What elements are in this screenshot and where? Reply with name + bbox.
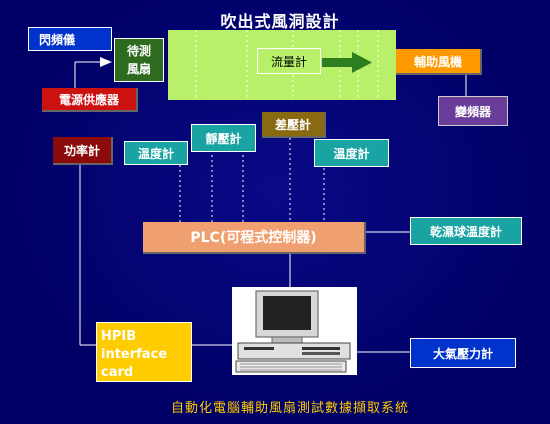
diff-pressure-label: 差壓計 (274, 117, 311, 132)
barometer-box: 大氣壓力計 (410, 338, 516, 368)
fan-under-test-box: 待測 風扇 (114, 38, 164, 82)
hpib-card-label: HPIB interface card (101, 329, 168, 380)
plc-box: PLC(可程式控制器) (143, 222, 366, 254)
aux-fan-label: 輔助風機 (413, 54, 462, 69)
fan-under-test-label: 待測 風扇 (126, 44, 151, 76)
diff-pressure-box: 差壓計 (262, 112, 326, 138)
power-meter-label: 功率計 (63, 143, 100, 158)
temp-meter-1-box: 溫度計 (124, 141, 188, 165)
dry-wet-bulb-box: 乾濕球溫度計 (410, 217, 522, 245)
temp-meter-1-label: 溫度計 (137, 146, 174, 161)
power-supply-box: 電源供應器 (42, 88, 138, 112)
flow-meter-box: 流量計 (257, 48, 321, 74)
flow-meter-label: 流量計 (270, 54, 307, 69)
computer-icon (232, 287, 357, 375)
aux-fan-box: 輔助風機 (396, 49, 482, 75)
plc-label: PLC(可程式控制器) (190, 230, 317, 246)
temp-meter-2-label: 溫度計 (333, 146, 370, 161)
power-supply-label: 電源供應器 (58, 92, 119, 107)
inverter-label: 變頻器 (454, 104, 491, 119)
flash-meter-box: 閃頻儀 (28, 27, 112, 51)
temp-meter-2-box: 溫度計 (314, 139, 389, 167)
power-meter-box: 功率計 (53, 137, 113, 165)
barometer-label: 大氣壓力計 (432, 346, 493, 361)
static-pressure-label: 靜壓計 (205, 131, 242, 146)
flash-meter-label: 閃頻儀 (39, 32, 76, 47)
inverter-box: 變頻器 (438, 96, 508, 126)
static-pressure-box: 靜壓計 (191, 124, 256, 152)
dry-wet-bulb-label: 乾濕球溫度計 (429, 224, 502, 239)
diagram-title: 吹出式風洞設計 (220, 12, 340, 31)
diagram-footer: 自動化電腦輔助風扇測試數據擷取系統 (170, 401, 409, 416)
hpib-card-box: HPIB interface card (96, 322, 192, 382)
